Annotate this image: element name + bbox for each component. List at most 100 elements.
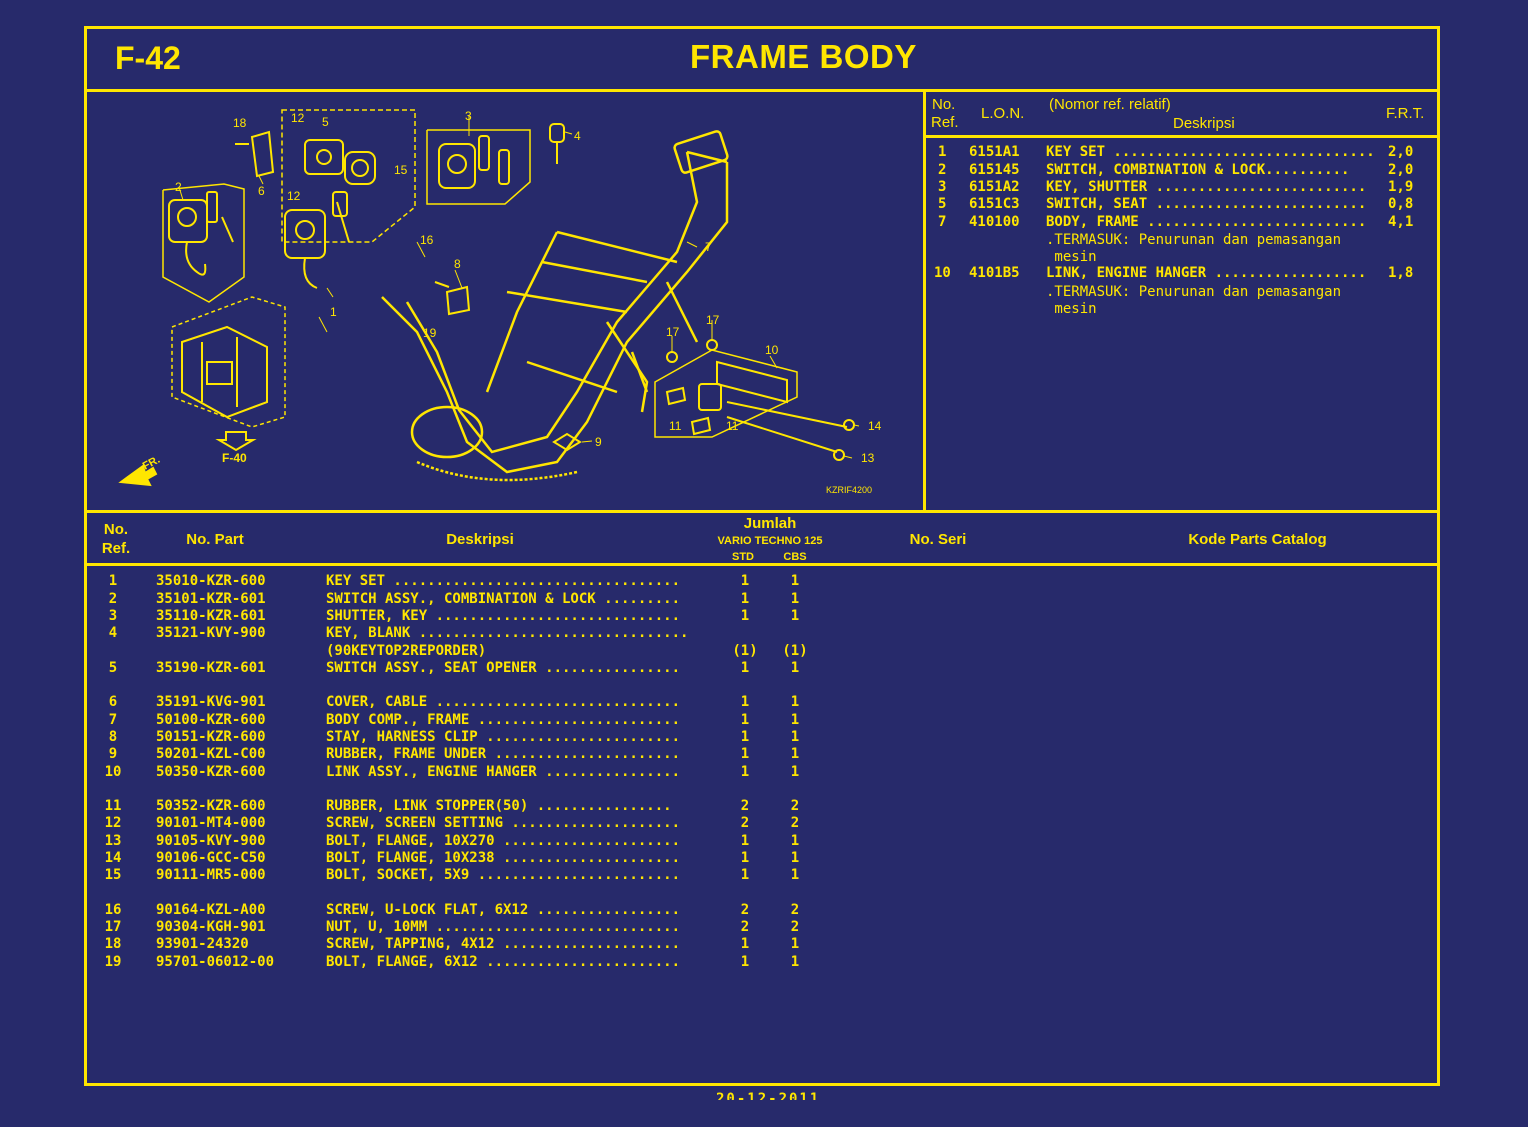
callout-19: 19 (423, 326, 437, 340)
frt-ref: 10 (934, 265, 951, 281)
callout-7: 7 (705, 240, 712, 254)
image-code: KZRIF4200 (826, 485, 872, 495)
row-description: SHUTTER, KEY ...........................… (326, 608, 681, 624)
row-ref: 14 (104, 850, 122, 866)
frt-ref: 3 (938, 179, 947, 195)
frt-value: 1,9 (1388, 179, 1414, 195)
parts-col-ref: Ref. (101, 540, 131, 557)
frt-value: 2,0 (1388, 162, 1414, 178)
key-set-group-box (162, 183, 245, 303)
callout-numbers: 18 12 5 3 4 2 6 12 15 16 7 8 1 19 17 17 … (141, 109, 882, 495)
blank-key-icon (549, 123, 565, 164)
row-ref: 3 (108, 608, 118, 624)
row-qty-std: 1 (740, 729, 750, 745)
frt-col-desc: Deskripsi (1173, 115, 1235, 132)
cable-cover-icon (235, 130, 275, 178)
page-code: F-42 (115, 40, 181, 76)
callout-5: 5 (322, 115, 329, 129)
f40-reference-box (171, 296, 286, 428)
row-ref: 1 (108, 573, 118, 589)
row-part-number: 35110-KZR-601 (156, 608, 266, 624)
row-ref: 4 (108, 625, 118, 641)
footer-date: 20-12-2011 (716, 1091, 821, 1100)
frt-lon: 615145 (969, 162, 1020, 178)
row-part-number: 50151-KZR-600 (156, 729, 266, 745)
row-qty-cbs: 1 (790, 729, 800, 745)
diagram-bottom-divider (84, 510, 1440, 513)
frt-desc: SWITCH, COMBINATION & LOCK.......... (1046, 162, 1350, 178)
frt-ref: 5 (938, 196, 947, 212)
row-ref: 19 (104, 954, 122, 970)
key-cylinder-group-box (281, 109, 416, 243)
row-qty-cbs: 1 (790, 573, 800, 589)
row-qty-cbs: 1 (790, 746, 800, 762)
frt-ref: 2 (938, 162, 947, 178)
row-qty-cbs: 1 (790, 608, 800, 624)
front-arrow-icon (118, 464, 158, 487)
frt-col-desc-note: (Nomor ref. relatif) (1049, 96, 1171, 113)
row-qty-cbs: (1) (782, 643, 808, 659)
row-qty-std: 1 (740, 712, 750, 728)
row-description: BOLT, FLANGE, 6X12 .....................… (326, 954, 681, 970)
row-description: BOLT, SOCKET, 5X9 ......................… (326, 867, 681, 883)
frt-value: 4,1 (1388, 214, 1414, 230)
frt-desc: KEY SET ............................... (1046, 144, 1375, 160)
row-description: SWITCH ASSY., SEAT OPENER ..............… (326, 660, 681, 676)
callout-12b: 12 (287, 189, 301, 203)
shutter-key-icon (438, 135, 510, 189)
harness-clip-icon (434, 281, 471, 316)
row-ref: 5 (108, 660, 118, 676)
callout-15: 15 (394, 163, 408, 177)
row-ref: 12 (104, 815, 122, 831)
row-qty-std: 2 (740, 902, 750, 918)
row-description: BOLT, FLANGE, 10X270 ...................… (326, 833, 681, 849)
frt-ref: 7 (938, 214, 947, 230)
frt-value: 1,8 (1388, 265, 1414, 281)
row-part-number: 35190-KZR-601 (156, 660, 266, 676)
row-qty-std: 1 (740, 660, 750, 676)
row-description: RUBBER, FRAME UNDER ....................… (326, 746, 681, 762)
row-qty-std: 1 (740, 850, 750, 866)
row-description: BODY COMP., FRAME ......................… (326, 712, 681, 728)
header-divider (84, 89, 1440, 92)
row-qty-std: 1 (740, 867, 750, 883)
row-qty-std: 1 (740, 936, 750, 952)
row-qty-std: 1 (740, 608, 750, 624)
row-part-number: 90304-KGH-901 (156, 919, 266, 935)
frt-header-divider (923, 135, 1440, 138)
row-qty-cbs: 1 (790, 694, 800, 710)
row-qty-std: 1 (740, 573, 750, 589)
row-part-number: 90111-MR5-000 (156, 867, 266, 883)
frame-rubber-icon (552, 432, 582, 452)
frt-desc: SWITCH, SEAT ......................... (1046, 196, 1367, 212)
callout-11b: 11 (726, 419, 739, 433)
frt-desc: KEY, SHUTTER ......................... (1046, 179, 1367, 195)
f40-label: F-40 (222, 451, 247, 465)
frt-lon: 6151A1 (969, 144, 1020, 160)
row-qty-std: 1 (740, 764, 750, 780)
row-qty-std: 1 (740, 591, 750, 607)
callout-leaders (178, 116, 860, 459)
link-stopper-icon (665, 386, 712, 436)
row-description: KEY, BLANK .............................… (326, 625, 689, 641)
row-description: KEY SET ................................… (326, 573, 681, 589)
frt-desc: mesin (1046, 249, 1097, 265)
row-qty-cbs: 1 (790, 867, 800, 883)
row-ref: 17 (104, 919, 122, 935)
row-qty-std: 1 (740, 833, 750, 849)
frt-desc: .TERMASUK: Penurunan dan pemasangan (1046, 232, 1342, 248)
callout-9: 9 (595, 435, 602, 449)
row-part-number: 50352-KZR-600 (156, 798, 266, 814)
ignition-switch-icon (284, 191, 350, 289)
row-description: COVER, CABLE ...........................… (326, 694, 681, 710)
callout-16: 16 (420, 233, 434, 247)
frt-value: 0,8 (1388, 196, 1414, 212)
frt-col-no: No. (932, 96, 956, 113)
row-part-number: 90164-KZL-A00 (156, 902, 266, 918)
row-ref: 10 (104, 764, 122, 780)
row-description: SCREW, SCREEN SETTING ..................… (326, 815, 681, 831)
row-description: BOLT, FLANGE, 10X238 ...................… (326, 850, 681, 866)
frame-body-icon (381, 130, 729, 482)
parts-header-divider (84, 563, 1440, 566)
row-qty-std: (1) (732, 643, 758, 659)
